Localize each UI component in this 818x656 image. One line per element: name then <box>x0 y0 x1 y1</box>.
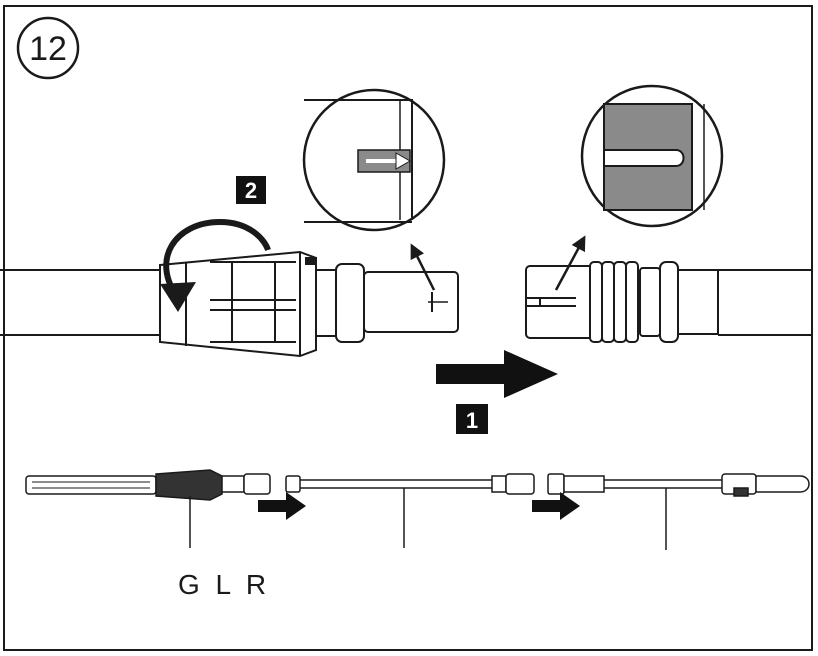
step-number-badge: 12 <box>16 16 80 80</box>
step-2-text: 2 <box>245 178 257 203</box>
left-pointer-arrow <box>410 243 436 291</box>
right-detail-magnifier <box>580 84 724 228</box>
bottom-assembly <box>25 469 810 550</box>
step-2-badge: 2 <box>236 176 266 204</box>
step-1-text: 1 <box>466 408 478 433</box>
step-1-badge: 1 <box>456 404 488 434</box>
right-pipe <box>718 269 812 336</box>
left-detail-magnifier <box>302 88 446 232</box>
left-pipe <box>0 269 160 336</box>
right-pointer-arrow <box>554 235 586 291</box>
push-arrow-icon <box>436 350 558 398</box>
rotate-arrow-icon <box>160 218 271 312</box>
bottom-arrow-right-icon <box>532 492 580 520</box>
part-label: G L R <box>178 569 270 600</box>
diagram-border <box>3 5 813 651</box>
bottom-arrow-left-icon <box>258 492 306 520</box>
left-connector <box>159 250 459 358</box>
step-number-text: 12 <box>29 30 67 68</box>
right-connector <box>525 261 719 343</box>
